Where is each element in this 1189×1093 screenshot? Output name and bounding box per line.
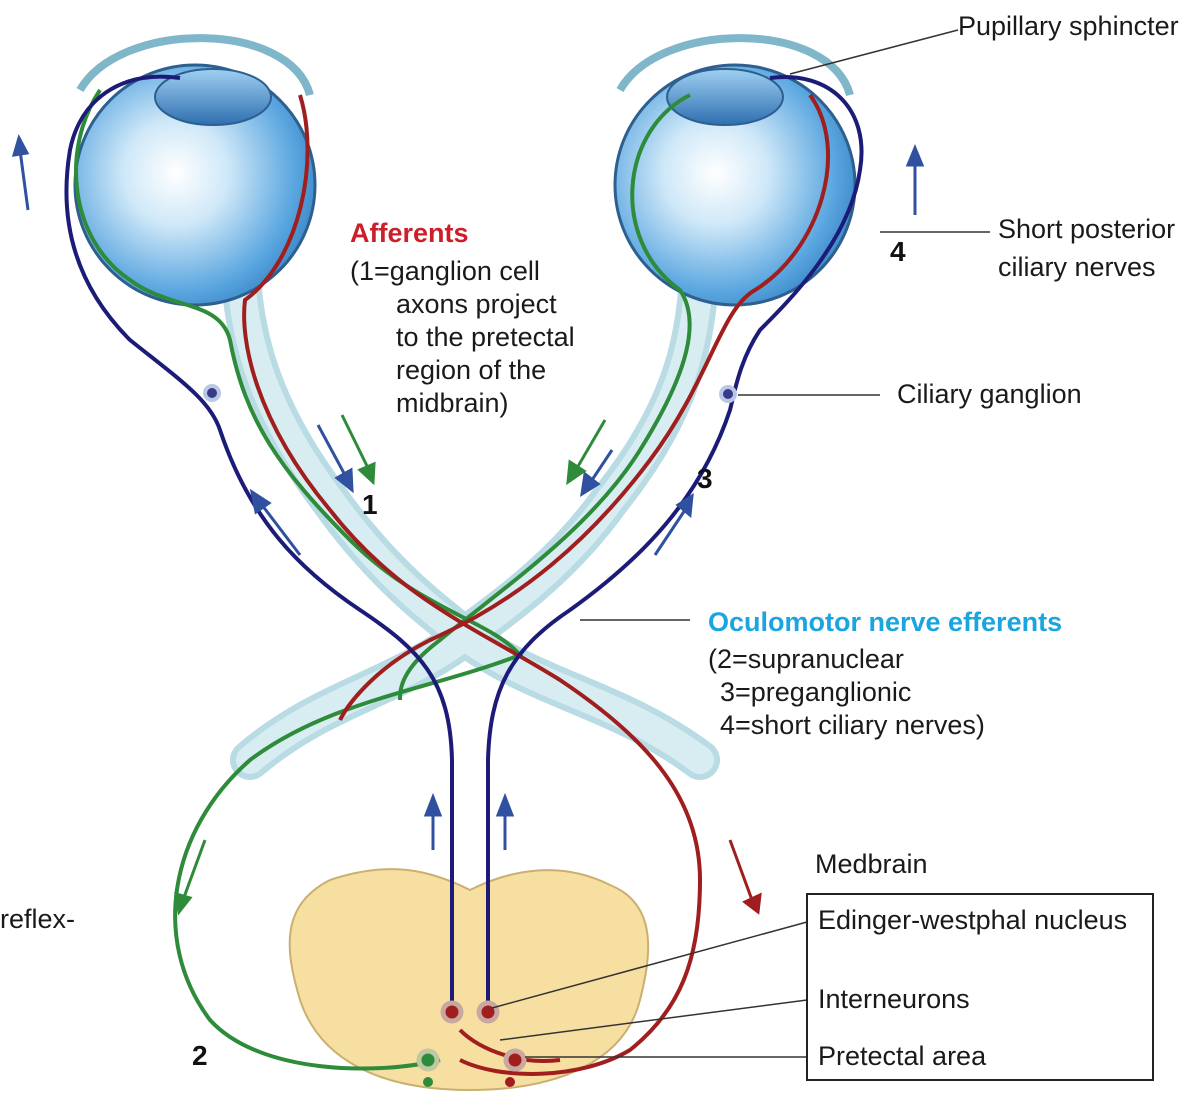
oculomotor-efferents-title: Oculomotor nerve efferents <box>708 606 1062 638</box>
left-ciliary-ganglion <box>205 386 219 400</box>
medbrain-label: Medbrain <box>815 848 928 880</box>
edinger-westphal-label: Edinger-westphal nucleus <box>818 904 1127 936</box>
pretectal-area-label: Pretectal area <box>818 1040 986 1072</box>
edinger-westphal-nucleus-right <box>479 1003 497 1021</box>
number-4: 4 <box>890 236 906 268</box>
afferents-line: midbrain) <box>350 387 575 420</box>
number-3: 3 <box>697 463 713 495</box>
right-ciliary-ganglion <box>721 387 735 401</box>
afferents-line: to the pretectal <box>350 321 575 354</box>
short-posterior-ciliary-nerves-label-1: Short posterior <box>998 213 1175 245</box>
cutoff-reflex-text: reflex- <box>0 903 75 935</box>
pretectal-nucleus-right <box>506 1051 524 1069</box>
pretectal-nucleus-left <box>419 1051 437 1069</box>
pupillary-sphincter-label: Pupillary sphincter <box>958 10 1179 42</box>
afferents-description: (1=ganglion cell axons project to the pr… <box>350 255 575 420</box>
afferents-line: region of the <box>350 354 575 387</box>
efferents-line: 4=short ciliary nerves) <box>708 709 985 742</box>
afferents-line: (1=ganglion cell <box>350 255 575 288</box>
interneurons-label: Internеurons <box>818 983 970 1015</box>
efferents-line: (2=supranuclear <box>708 643 985 676</box>
number-1: 1 <box>362 489 378 521</box>
afferents-title: Afferents <box>350 217 469 249</box>
afferents-line: axons project <box>350 288 575 321</box>
oculomotor-efferents-description: (2=supranuclear 3=preganglionic 4=short … <box>708 643 985 742</box>
edinger-westphal-nucleus-left <box>443 1003 461 1021</box>
efferents-line: 3=preganglionic <box>708 676 985 709</box>
short-posterior-ciliary-nerves-label-2: ciliary nerves <box>998 251 1156 283</box>
ciliary-ganglion-label: Ciliary ganglion <box>897 378 1082 410</box>
number-2: 2 <box>192 1040 208 1072</box>
